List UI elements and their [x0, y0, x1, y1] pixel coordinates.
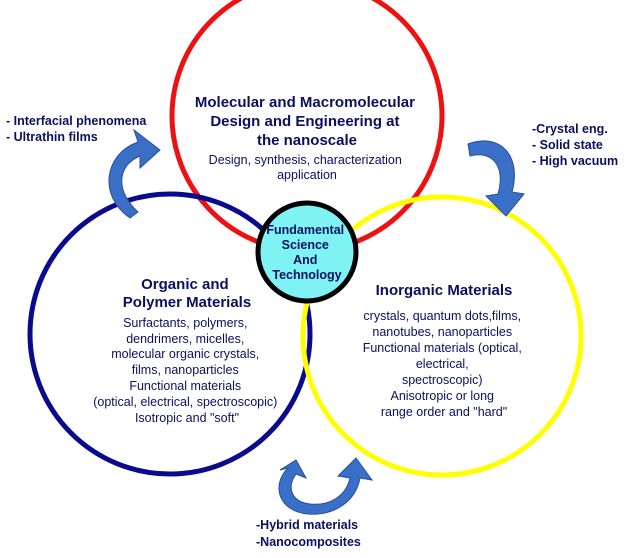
left-circle — [27, 191, 313, 477]
left-circle-body: Surfactants, polymers, dendrimers, micel… — [93, 316, 281, 425]
top-circle-body: Design, synthesis, characterization appl… — [209, 153, 406, 182]
curved-arrow-icon — [278, 457, 374, 515]
left-circle-title: Organic and Polymer Materials — [123, 276, 251, 311]
right-circle-body: crystals, quantum dots,films, nanotubes,… — [363, 309, 526, 419]
top-right-side-label: -Crystal eng. - Solid state - High vacuu… — [532, 122, 618, 168]
center-circle — [255, 200, 359, 304]
top-circle-title: Molecular and Macromolecular Design and … — [195, 94, 419, 149]
top-left-side-label: - Interfacial phenomena - Ultrathin film… — [6, 114, 150, 144]
bottom-side-label: -Hybrid materials -Nanocomposites — [256, 518, 362, 549]
center-circle-label: Fundamental Science And Technology — [266, 223, 347, 282]
curved-arrow-icon — [467, 140, 525, 217]
right-circle-title: Inorganic Materials — [376, 282, 513, 299]
right-circle — [300, 194, 584, 478]
curved-arrow-icon — [108, 128, 161, 219]
